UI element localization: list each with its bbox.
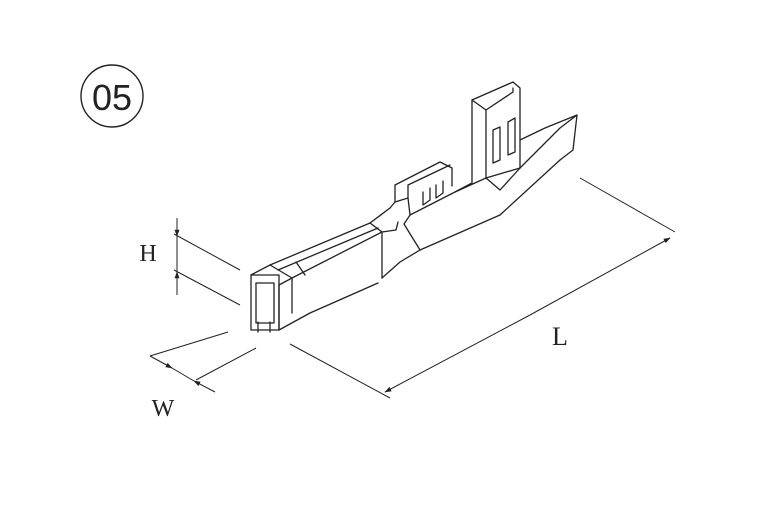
width-dimension-line: [171, 367, 195, 382]
terminal-transition: [369, 201, 421, 279]
dimension-height: [173, 218, 241, 306]
height-label: H: [139, 241, 156, 267]
dimension-width: [149, 331, 257, 393]
length-arrow-front: [384, 314, 531, 393]
female-crimp-terminal: [250, 81, 578, 333]
width-extension-left: [149, 331, 229, 357]
wire-crimp-barrel: [394, 161, 501, 251]
figure-number-text: 05: [92, 77, 132, 118]
figure-number-badge: 05: [80, 64, 144, 128]
length-arrow-rear: [529, 237, 671, 316]
insulation-crimp-wings: [454, 81, 578, 216]
width-extension-right: [195, 347, 257, 381]
length-extension-front: [289, 343, 391, 399]
height-extension-bottom: [173, 269, 241, 306]
dimension-length: [289, 177, 676, 399]
length-label: L: [552, 322, 568, 351]
width-label: W: [152, 396, 175, 422]
width-arrow-right: [193, 380, 216, 393]
height-extension-top: [173, 233, 241, 271]
terminal-contact-box: [250, 222, 383, 333]
length-extension-rear: [579, 177, 676, 233]
width-arrow-left: [149, 355, 173, 369]
